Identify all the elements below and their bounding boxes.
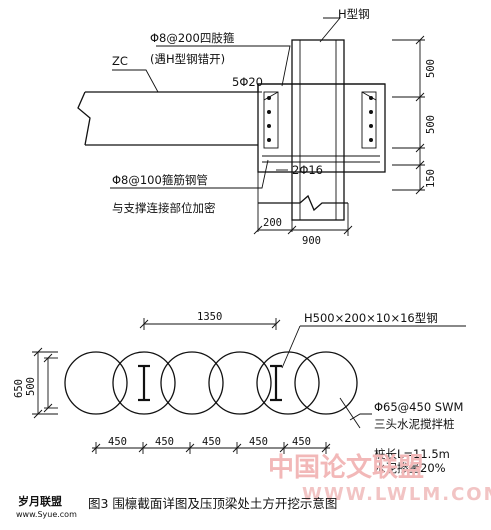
label-bars-bottom: 2Φ16 [292,163,323,177]
watermark-text: 中国论文联盟 [268,452,424,483]
dim-pitch-5: 450 [292,436,311,448]
pile-circle [256,351,320,415]
pile-circles [64,351,358,415]
dim-pitch-3: 450 [202,436,221,448]
label-pipe-note: 与支撑连接部位加密 [112,201,216,215]
label-bars-top: 5Φ20 [232,75,263,89]
pitch-dimension-chain [91,442,331,454]
pile-circle [64,351,128,415]
label-zc: ZC [112,54,128,68]
leader-lines-top [110,17,341,189]
left-dimension-chain [32,347,58,419]
stirrup-left [263,91,279,149]
dim-span-1350: 1350 [197,311,222,323]
pile-circle [294,351,358,415]
leader-lines-bottom [281,325,466,429]
dim-right-500-lower: 500 [425,115,437,134]
dim-bottom-200: 200 [263,217,282,229]
dim-right-150: 150 [425,169,437,188]
dim-left-500: 500 [25,377,37,396]
right-dimension-chain [392,35,425,195]
pile-circle [112,351,176,415]
h-steel-symbol-left [138,364,150,402]
figure-caption: 图3 围檩截面详图及压顶梁处土方开挖示意图 [88,496,337,511]
dim-bottom-900: 900 [302,235,321,247]
pile-circle [208,351,272,415]
h-steel-column [291,39,345,221]
rebar-dots [267,96,373,142]
dim-pitch-2: 450 [155,436,174,448]
label-h-section: H500×200×10×16型钢 [304,311,438,325]
bottom-dimension-chain [253,203,353,236]
label-pipe: Φ8@100箍筋钢管 [112,173,208,187]
excavation-bottom [258,194,348,212]
waling-beam [257,83,386,173]
label-pile: Φ65@450 SWM [374,400,463,414]
label-h-steel: H型钢 [338,7,370,21]
pile-circle [160,351,224,415]
pile-plan: 1350 650 500 [13,311,466,475]
label-stirrup-note: (遇H型钢错开) [150,52,225,66]
site-logo: 岁月联盟 [18,494,62,508]
beam-section-detail: 500 500 150 200 900 H型钢 Φ8@200四肢箍 (遇H型钢错… [77,7,437,247]
dim-left-650: 650 [13,379,25,398]
dim-pitch-4: 450 [249,436,268,448]
stirrup-right [361,91,377,149]
label-pile-length: 桩长L=11.5m [374,447,450,461]
label-stirrup: Φ8@200四肢箍 [150,31,235,45]
dim-right-500-upper: 500 [425,59,437,78]
label-cement: 水泥掺量20% [374,461,446,475]
site-url: www.Syue.com [16,510,77,519]
dim-pitch-1: 450 [108,436,127,448]
label-pile-note: 三头水泥搅拌桩 [374,417,455,431]
watermark-url: WWW.LWLM.COM [302,484,491,505]
h-steel-symbol-right [270,364,282,402]
